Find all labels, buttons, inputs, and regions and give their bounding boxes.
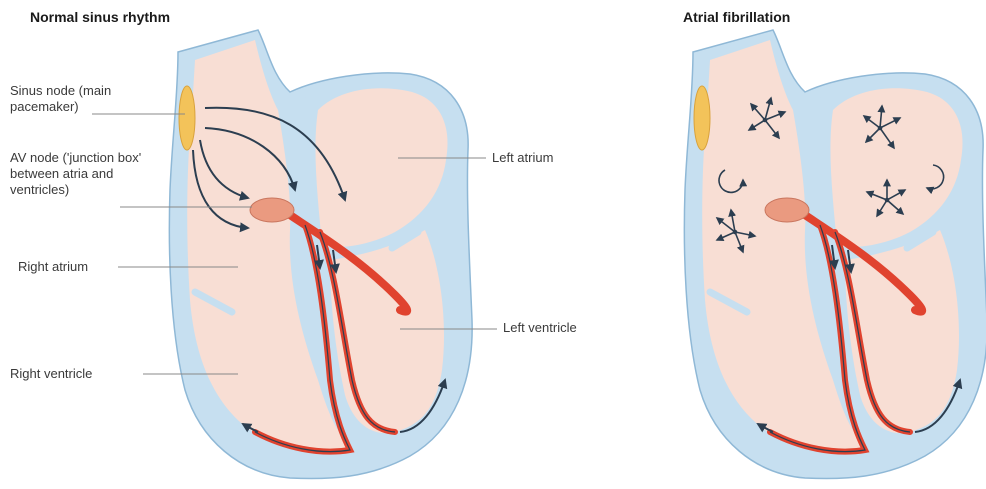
heart-normal <box>92 30 497 479</box>
sinus-node <box>179 86 195 150</box>
av-node <box>250 198 294 222</box>
sinus-node-afib <box>694 86 710 150</box>
av-node-afib <box>765 198 809 222</box>
heart-afib <box>684 30 986 479</box>
